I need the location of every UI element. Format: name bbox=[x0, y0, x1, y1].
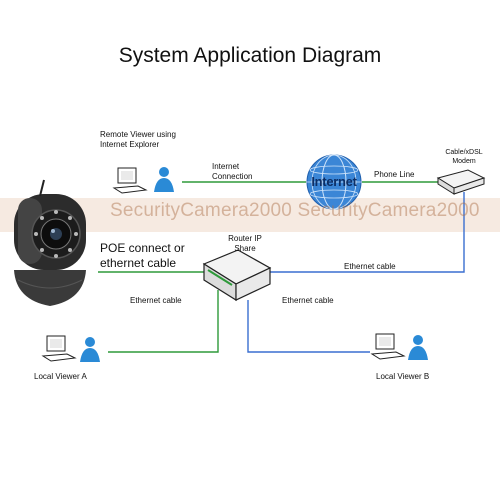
ethernet-cable-a-label: Ethernet cable bbox=[130, 296, 182, 305]
local-viewer-a-person-icon bbox=[80, 337, 100, 362]
local-viewer-b-label: Local Viewer B bbox=[376, 372, 430, 381]
line-router-viewer-a bbox=[108, 290, 219, 353]
router-icon bbox=[202, 249, 272, 302]
internet-globe bbox=[306, 154, 362, 210]
local-viewer-a-computer-icon bbox=[41, 335, 77, 362]
local-viewer-b-person-icon bbox=[408, 335, 428, 360]
poe-connect-label: POE connect or ethernet cable bbox=[100, 241, 185, 270]
modem-icon bbox=[436, 169, 486, 195]
phone-line-label: Phone Line bbox=[374, 170, 415, 179]
remote-viewer-label: Remote Viewer using Internet Explorer bbox=[100, 130, 176, 149]
local-viewer-a-label: Local Viewer A bbox=[34, 372, 87, 381]
router-label: Router IP Share bbox=[228, 234, 262, 253]
ethernet-cable-b-label: Ethernet cable bbox=[282, 296, 334, 305]
line-modem-router bbox=[262, 192, 465, 273]
ethernet-cable-modem-label: Ethernet cable bbox=[344, 262, 396, 271]
line-router-viewer-b bbox=[247, 300, 370, 353]
watermark-text: SecurityCamera2000 SecurityCamera2000 bbox=[110, 200, 480, 221]
internet-label: Internet bbox=[311, 174, 357, 189]
remote-viewer-person-icon bbox=[154, 167, 174, 192]
remote-viewer-computer-icon bbox=[112, 167, 148, 194]
page-title: System Application Diagram bbox=[118, 44, 382, 67]
internet-connection-label: Internet Connection bbox=[212, 162, 253, 181]
local-viewer-b-computer-icon bbox=[370, 333, 406, 360]
modem-label: Cable/xDSL Modem bbox=[445, 149, 483, 165]
ip-camera-icon bbox=[14, 179, 86, 306]
